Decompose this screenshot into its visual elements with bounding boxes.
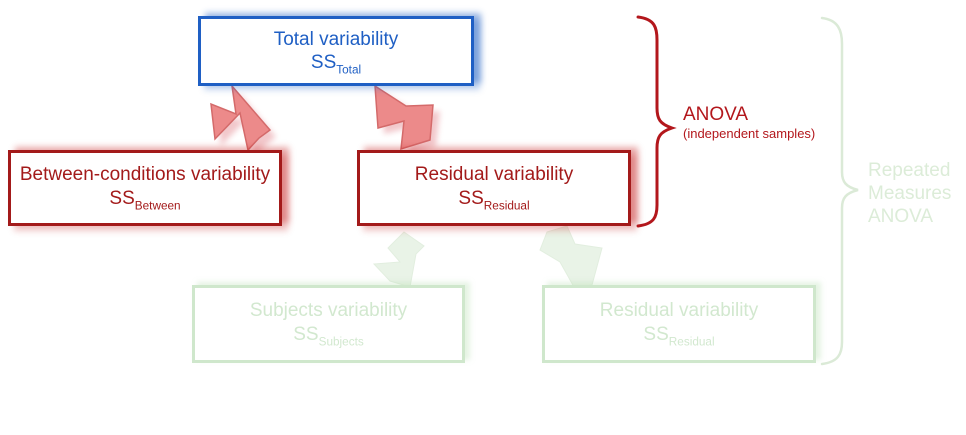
residual-variability-box: Residual variability SSResidual <box>357 150 631 226</box>
arrow-total-to-between <box>210 83 276 156</box>
residual-variability-rm-box: Residual variability SSResidual <box>542 285 816 363</box>
ss-between-subscript: Between <box>134 199 181 213</box>
ss-between-symbol: SSBetween <box>109 188 181 213</box>
subjects-variability-label: Subjects variability <box>249 300 408 321</box>
anova-label: ANOVA (independent samples) <box>683 104 815 142</box>
subjects-variability-box: Subjects variability SSSubjects <box>192 285 465 363</box>
between-conditions-variability-label: Between-conditions variability <box>19 164 271 185</box>
repeated-measures-anova-label: Repeated Measures ANOVA <box>868 159 951 228</box>
rm-label-line2: Measures <box>868 183 952 204</box>
ss-residual-rm-symbol: SSResidual <box>643 324 715 349</box>
arrow-residual-to-subjects <box>372 231 425 288</box>
repeated-measures-bracket <box>820 16 859 366</box>
between-conditions-variability-box: Between-conditions variability SSBetween <box>8 150 282 226</box>
ss-subjects-symbol: SSSubjects <box>293 324 364 349</box>
ss-residual-symbol: SSResidual <box>458 188 530 213</box>
total-variability-box: Total variability SSTotal <box>198 16 474 86</box>
arrow-total-to-residual <box>374 84 440 155</box>
residual-variability-rm-label: Residual variability <box>599 300 759 321</box>
ss-total-symbol: SSTotal <box>310 52 362 77</box>
arrow-residual-to-residual-rm <box>539 225 603 288</box>
residual-variability-label: Residual variability <box>414 164 574 185</box>
anova-subtitle: (independent samples) <box>683 126 816 141</box>
anova-bracket <box>636 15 677 228</box>
rm-label-line3: ANOVA <box>868 206 934 227</box>
total-variability-label: Total variability <box>273 29 399 50</box>
ss-total-subscript: Total <box>336 63 362 77</box>
ss-subjects-subscript: Subjects <box>318 335 364 349</box>
anova-title: ANOVA <box>683 104 749 125</box>
ss-residual-subscript: Residual <box>483 199 530 213</box>
rm-label-line1: Repeated <box>868 160 951 181</box>
ss-residual-rm-subscript: Residual <box>668 335 715 349</box>
